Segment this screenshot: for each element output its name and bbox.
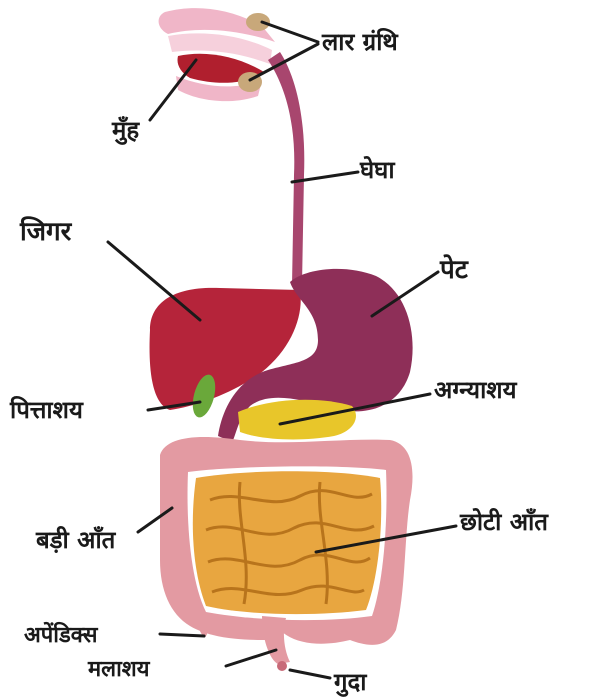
- label-stomach: पेट: [439, 254, 469, 285]
- label-large-intestine: बड़ी आँत: [35, 526, 117, 554]
- label-appendix: अपेंडिक्स: [24, 621, 99, 648]
- anus: [277, 661, 287, 671]
- label-esophagus: घेघा: [359, 156, 395, 184]
- esophagus: [268, 52, 304, 285]
- label-gall-bladder: पित्ताशय: [9, 396, 84, 424]
- leader-appendix: [160, 634, 204, 636]
- leader-rectum: [226, 650, 276, 666]
- label-salivary-glands: लार ग्रंथि: [321, 28, 399, 56]
- label-pancreas: अग्न्याशय: [434, 376, 518, 404]
- label-liver: जिगर: [19, 216, 73, 247]
- label-small-intestine: छोटी आँत: [459, 508, 549, 536]
- leader-liver: [108, 242, 200, 320]
- label-rectum: मलाशय: [87, 657, 151, 682]
- label-mouth: मुँह: [111, 116, 140, 145]
- leader-anus: [290, 670, 330, 678]
- label-anus: गुदा: [333, 668, 367, 697]
